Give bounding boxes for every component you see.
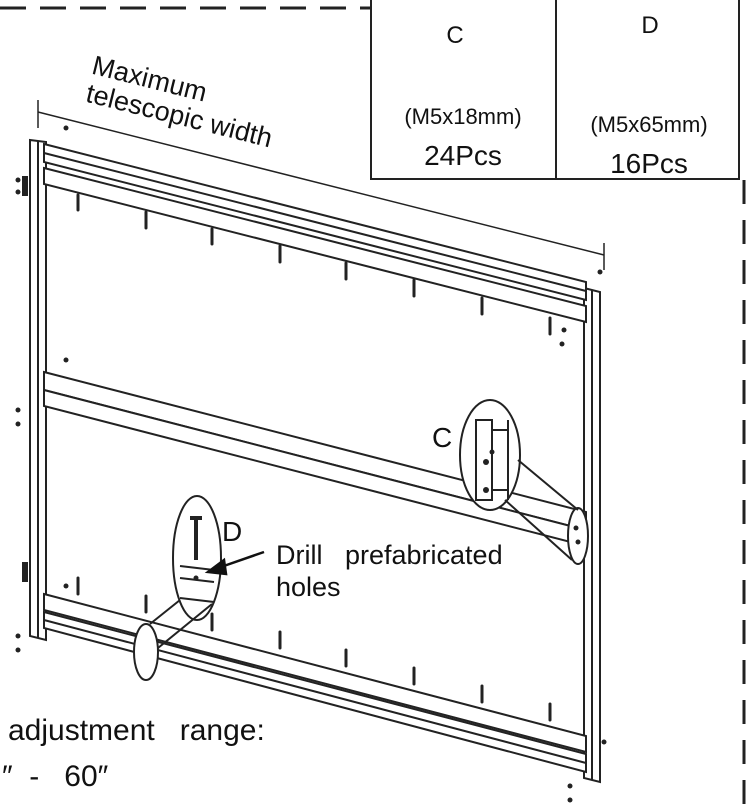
range-line2: ″ - 60″ <box>2 760 109 793</box>
callout-c-label: C <box>432 422 453 453</box>
drill-note-line2: holes <box>276 572 341 602</box>
part-d-size: (M5x65mm) <box>590 112 708 137</box>
width-dimension <box>37 100 605 270</box>
parts-divider <box>555 0 557 180</box>
callout-d-label: D <box>222 516 243 547</box>
drill-arrow <box>204 550 265 576</box>
bottom-rail-screws <box>76 576 552 722</box>
callout-c-screws <box>483 449 581 545</box>
outer-frame <box>29 138 601 784</box>
side-fasteners <box>15 125 607 803</box>
part-d-letter: D <box>641 12 659 39</box>
part-c-letter: C <box>446 22 464 49</box>
top-rail-screws <box>76 193 552 336</box>
drill-note-line1: Drill prefabricated <box>276 540 503 570</box>
part-c-qty: 24Pcs <box>424 140 502 171</box>
callout-d-screw <box>190 516 202 581</box>
middle-rail <box>43 370 587 548</box>
range-line1: adjustment range: <box>8 714 265 747</box>
part-c-size: (M5x18mm) <box>404 104 522 129</box>
top-rail <box>43 142 587 324</box>
part-d-qty: 16Pcs <box>610 148 688 179</box>
